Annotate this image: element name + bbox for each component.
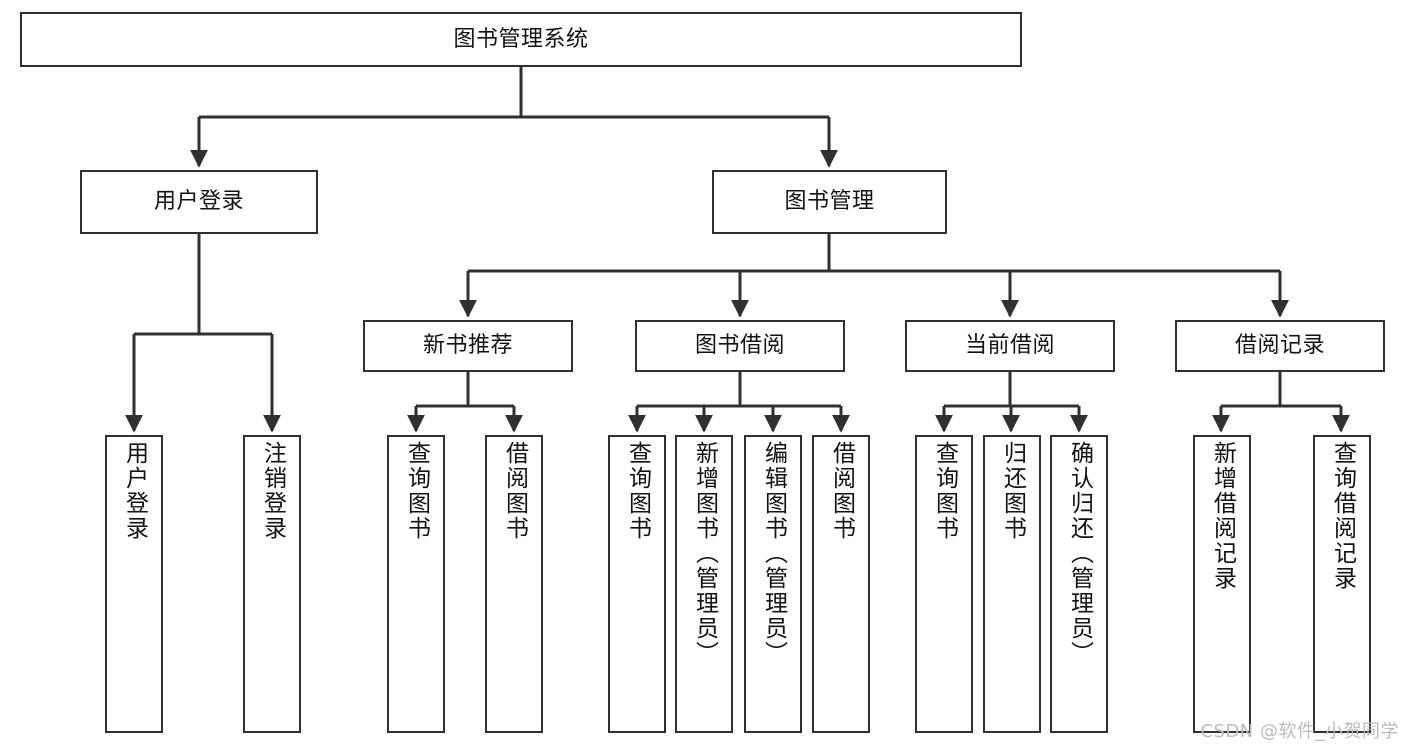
leaf-borrow-add-book[interactable]: 新增图书（管理员） <box>675 435 733 733</box>
leaf-current-query-book[interactable]: 查询图书 <box>915 435 973 733</box>
leaf-user-login-signout-label: 注销登录 <box>259 441 286 541</box>
leaf-record-query-label: 查询借阅记录 <box>1329 441 1356 591</box>
node-user-login-label: 用户登录 <box>153 189 244 215</box>
node-root[interactable]: 图书管理系统 <box>20 12 1022 67</box>
leaf-new-book-query-label: 查询图书 <box>403 441 430 541</box>
leaf-borrow-add-book-label: 新增图书（管理员） <box>691 441 718 666</box>
node-new-book-recommend-label: 新书推荐 <box>422 333 513 359</box>
leaf-user-login-signin[interactable]: 用户登录 <box>105 435 163 733</box>
leaf-borrow-borrow-book-label: 借阅图书 <box>828 441 855 541</box>
leaf-new-book-query[interactable]: 查询图书 <box>387 435 445 733</box>
leaf-user-login-signout[interactable]: 注销登录 <box>243 435 301 733</box>
node-book-borrow-label: 图书借阅 <box>694 333 785 359</box>
node-borrow-record[interactable]: 借阅记录 <box>1175 320 1385 372</box>
leaf-record-query[interactable]: 查询借阅记录 <box>1313 435 1371 733</box>
leaf-record-add[interactable]: 新增借阅记录 <box>1193 435 1251 733</box>
node-book-management-label: 图书管理 <box>784 189 875 215</box>
leaf-borrow-edit-book[interactable]: 编辑图书（管理员） <box>744 435 802 733</box>
leaf-new-book-borrow[interactable]: 借阅图书 <box>485 435 543 733</box>
node-user-login[interactable]: 用户登录 <box>80 170 318 234</box>
leaf-record-add-label: 新增借阅记录 <box>1209 441 1236 591</box>
leaf-current-query-book-label: 查询图书 <box>931 441 958 541</box>
leaf-new-book-borrow-label: 借阅图书 <box>501 441 528 541</box>
leaf-borrow-borrow-book[interactable]: 借阅图书 <box>812 435 870 733</box>
leaf-current-return-book-label: 归还图书 <box>999 441 1026 541</box>
leaf-current-confirm-return-label: 确认归还（管理员） <box>1066 441 1093 666</box>
node-borrow-record-label: 借阅记录 <box>1234 333 1325 359</box>
node-current-borrow-label: 当前借阅 <box>964 333 1055 359</box>
node-book-borrow[interactable]: 图书借阅 <box>635 320 845 372</box>
leaf-borrow-edit-book-label: 编辑图书（管理员） <box>760 441 787 666</box>
leaf-borrow-query-book-label: 查询图书 <box>624 441 651 541</box>
leaf-current-return-book[interactable]: 归还图书 <box>983 435 1041 733</box>
node-new-book-recommend[interactable]: 新书推荐 <box>363 320 573 372</box>
csdn-watermark: CSDN @软件_小贺同学 <box>1200 721 1399 742</box>
node-root-label: 图书管理系统 <box>453 26 589 52</box>
leaf-current-confirm-return[interactable]: 确认归还（管理员） <box>1050 435 1108 733</box>
leaf-borrow-query-book[interactable]: 查询图书 <box>608 435 666 733</box>
leaf-user-login-signin-label: 用户登录 <box>121 441 148 541</box>
node-current-borrow[interactable]: 当前借阅 <box>905 320 1115 372</box>
node-book-management[interactable]: 图书管理 <box>712 170 947 234</box>
